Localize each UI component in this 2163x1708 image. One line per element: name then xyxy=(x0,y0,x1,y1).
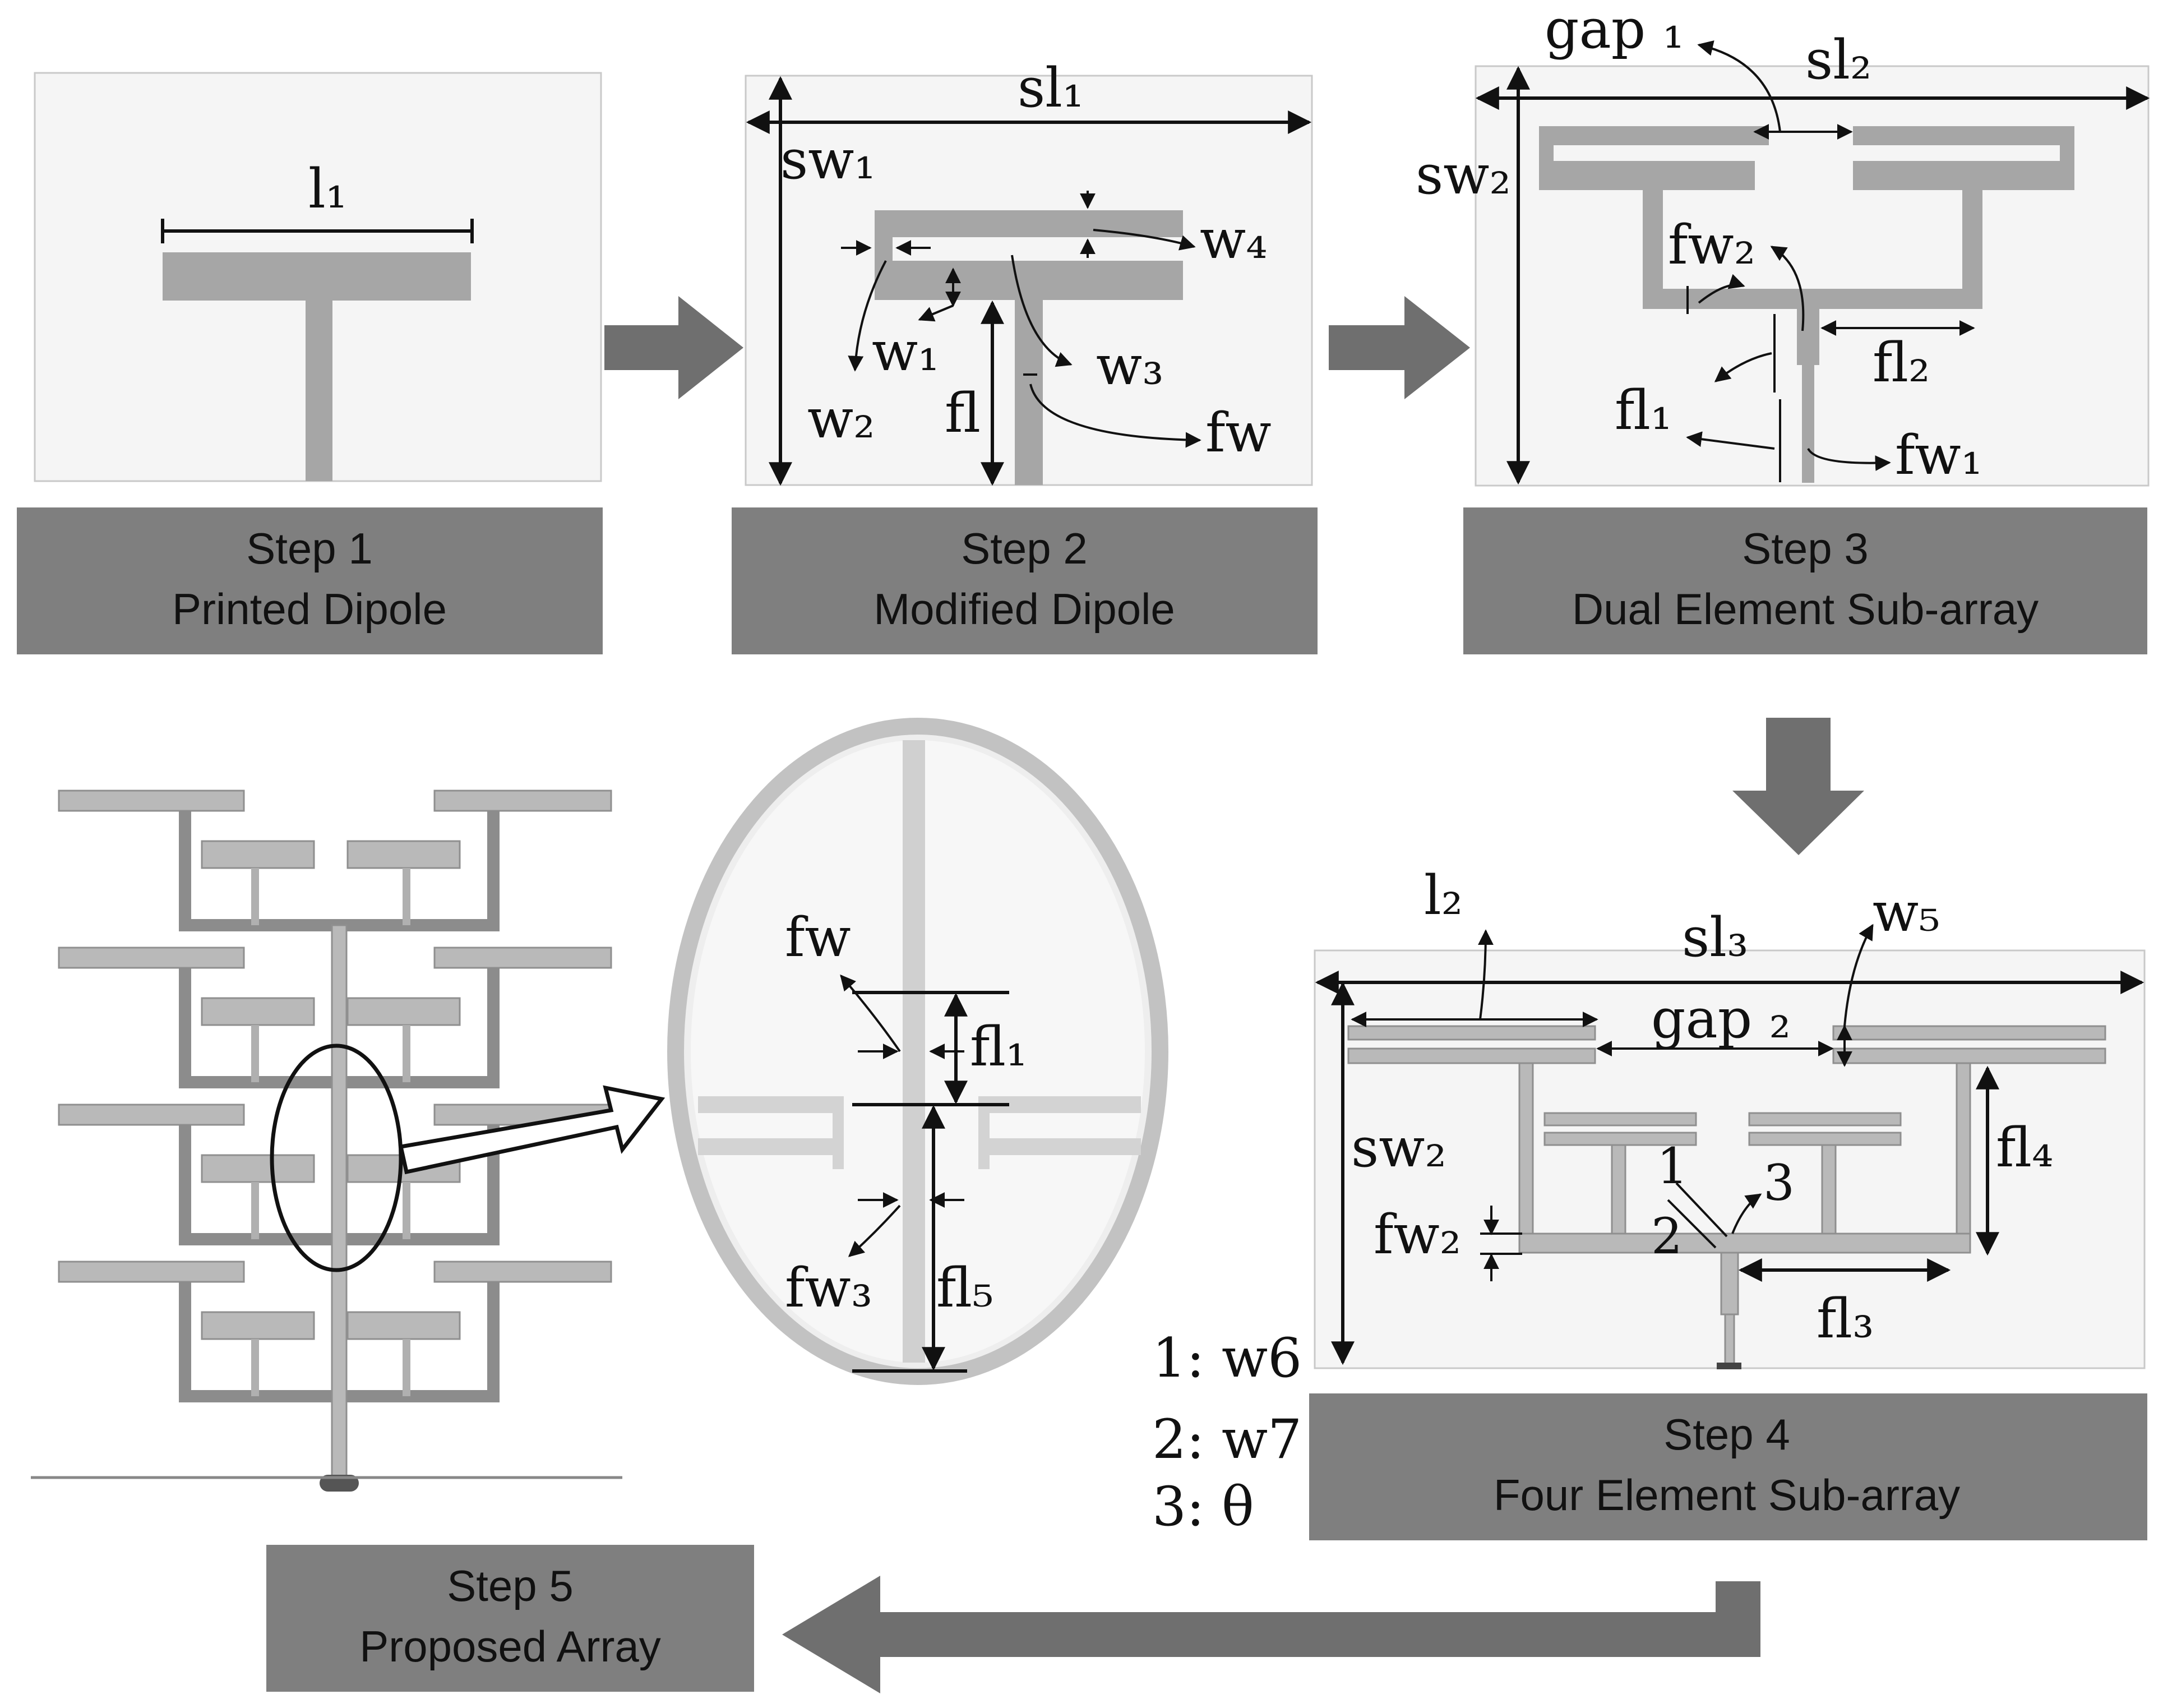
feed-line xyxy=(306,301,332,481)
dim-label-fw: fw xyxy=(1205,401,1272,464)
step4-panel: sl₃ sw₂ l₂ gap ₂ w₅ fl₄ fl₃ fw₂ 1 2 3 xyxy=(1314,864,2146,1369)
step2-caption: Step 2 Modified Dipole xyxy=(732,507,1318,654)
dim-label-fl: fl xyxy=(945,382,981,445)
dim-label-w5: w₅ xyxy=(1873,881,1940,944)
step2-panel: sl₁ sw₁ fl w₄ w₁ w₃ w₂ fw xyxy=(745,57,1313,486)
dim-label-sw2-step3: sw₂ xyxy=(1416,144,1511,206)
dim-label-gap1: gap ₁ xyxy=(1545,0,1684,61)
step4-title: Step 4 xyxy=(1663,1410,1790,1459)
dim-label-sl2: sl₂ xyxy=(1805,29,1871,91)
dim-label-sw2-step4: sw₂ xyxy=(1351,1116,1446,1179)
dim-label-fw2-step4: fw₂ xyxy=(1374,1203,1461,1266)
dipole-arm xyxy=(163,252,471,301)
flow-arrow-4-5 xyxy=(782,1576,1760,1693)
legend-item-1: 1: w6 xyxy=(1152,1327,1302,1390)
dim-label-sl1: sl₁ xyxy=(1018,57,1084,119)
dim-label-l2: l₂ xyxy=(1424,864,1463,927)
flow-arrow-1-2 xyxy=(604,296,743,399)
step1-title: Step 1 xyxy=(246,524,373,573)
step2-title: Step 2 xyxy=(961,524,1088,573)
step5-array xyxy=(31,790,665,1492)
dim-label-fl3: fl₃ xyxy=(1817,1287,1874,1350)
step3-panel: sl₂ sw₂ gap ₁ fw₂ fl₂ fl₁ fw₁ xyxy=(1416,0,2150,487)
step2-subtitle: Modified Dipole xyxy=(873,584,1175,634)
zoom-label-fl1: fl₁ xyxy=(970,1015,1028,1078)
zoom-detail: fw fl₁ fw₃ fl₅ xyxy=(667,718,1168,1385)
dim-label-gap2: gap ₂ xyxy=(1651,987,1791,1050)
step5-title: Step 5 xyxy=(447,1561,574,1610)
dim-label-sw1: sw₁ xyxy=(780,128,876,191)
step1-subtitle: Printed Dipole xyxy=(172,584,447,634)
zoom-label-fw3: fw₃ xyxy=(785,1257,872,1319)
dim-label-fl2: fl₂ xyxy=(1873,331,1930,394)
zoom-callout-arrow xyxy=(398,1085,665,1175)
step3-caption: Step 3 Dual Element Sub-array xyxy=(1463,507,2147,654)
step5-caption: Step 5 Proposed Array xyxy=(266,1545,754,1692)
dim-label-l1: l₁ xyxy=(308,158,347,220)
dim-label-fw1: fw₁ xyxy=(1895,424,1982,487)
step3-subtitle: Dual Element Sub-array xyxy=(1572,584,2039,634)
legend-item-2: 2: w7 xyxy=(1152,1408,1302,1471)
dim-label-fw2-step3: fw₂ xyxy=(1668,214,1755,276)
angle-label-3: 3 xyxy=(1763,1154,1795,1212)
step1-panel: l₁ xyxy=(34,72,602,482)
step4-subtitle: Four Element Sub-array xyxy=(1494,1470,1960,1520)
zoom-label-fw: fw xyxy=(785,906,851,969)
flow-arrow-3-4 xyxy=(1732,718,1864,855)
dim-label-w4: w₄ xyxy=(1200,208,1268,271)
zoom-region-ellipse xyxy=(270,1044,403,1272)
dim-label-w2: w₂ xyxy=(807,387,875,450)
angle-label-1: 1 xyxy=(1657,1137,1688,1195)
step5-subtitle: Proposed Array xyxy=(359,1622,661,1671)
dim-label-sl3: sl₃ xyxy=(1682,906,1748,969)
angle-label-2: 2 xyxy=(1651,1207,1683,1265)
step3-title: Step 3 xyxy=(1742,524,1869,573)
step4-caption: Step 4 Four Element Sub-array xyxy=(1309,1393,2147,1540)
step1-caption: Step 1 Printed Dipole xyxy=(17,507,603,654)
dim-label-fl1-step3: fl₁ xyxy=(1615,379,1672,442)
zoom-label-fl5: fl₅ xyxy=(936,1257,994,1319)
step4-legend: 1: w6 2: w7 3: θ xyxy=(1152,1327,1302,1538)
legend-item-3: 3: θ xyxy=(1152,1475,1254,1538)
flow-arrow-2-3 xyxy=(1329,296,1470,399)
dim-label-fl4: fl₄ xyxy=(1996,1116,2054,1179)
dim-label-w1: w₁ xyxy=(872,320,940,383)
dim-label-w3: w₃ xyxy=(1096,334,1164,397)
